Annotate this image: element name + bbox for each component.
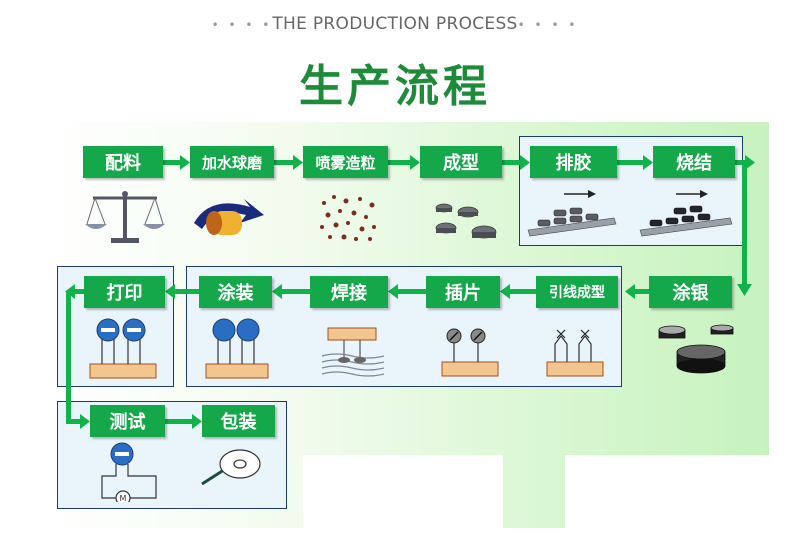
step-silver-coating: 涂银 — [649, 276, 732, 308]
step-forming: 成型 — [420, 146, 502, 178]
coated-components-illustration — [205, 318, 269, 379]
subtitle-text: THE PRODUCTION PROCESS — [272, 14, 518, 34]
step-soldering: 焊接 — [310, 276, 388, 308]
header-subtitle: • • • •THE PRODUCTION PROCESS• • • • — [0, 14, 790, 34]
lead-forming-illustration — [546, 329, 604, 377]
silver-coated-discs-illustration — [658, 324, 734, 374]
step-debinding: 排胶 — [530, 146, 617, 178]
page-title: 生产流程 — [299, 61, 491, 112]
step-ball-milling: 加水球磨 — [190, 146, 274, 178]
dots-left: • • • • — [211, 18, 273, 32]
step-packaging: 包装 — [202, 405, 275, 437]
test-circuit-illustration: M — [101, 442, 157, 502]
dots-right: • • • • — [517, 18, 579, 32]
blank-area-center — [303, 455, 503, 528]
step-printing: 打印 — [84, 276, 165, 308]
svg-text:M: M — [120, 494, 127, 502]
packaging-tape-illustration — [201, 449, 261, 486]
blank-area-right — [565, 455, 769, 528]
step-insertion: 插片 — [426, 276, 500, 308]
step-testing: 测试 — [90, 405, 165, 437]
step-batching: 配料 — [83, 146, 163, 178]
step-lead-forming: 引线成型 — [536, 276, 618, 308]
step-spray-granulation: 喷雾造粒 — [303, 146, 388, 178]
step-coating: 涂装 — [199, 276, 272, 308]
sintering-furnace-illustration — [639, 190, 733, 237]
balance-scale-illustration — [85, 191, 165, 243]
pressed-discs-illustration — [435, 203, 497, 239]
debinding-furnace-illustration — [527, 190, 617, 237]
granules-illustration — [320, 195, 376, 241]
soldering-illustration — [321, 327, 385, 377]
step-sintering: 烧结 — [653, 146, 735, 178]
ball-mill-illustration — [194, 199, 264, 235]
printed-components-illustration — [89, 318, 157, 379]
insertion-illustration — [441, 328, 499, 377]
